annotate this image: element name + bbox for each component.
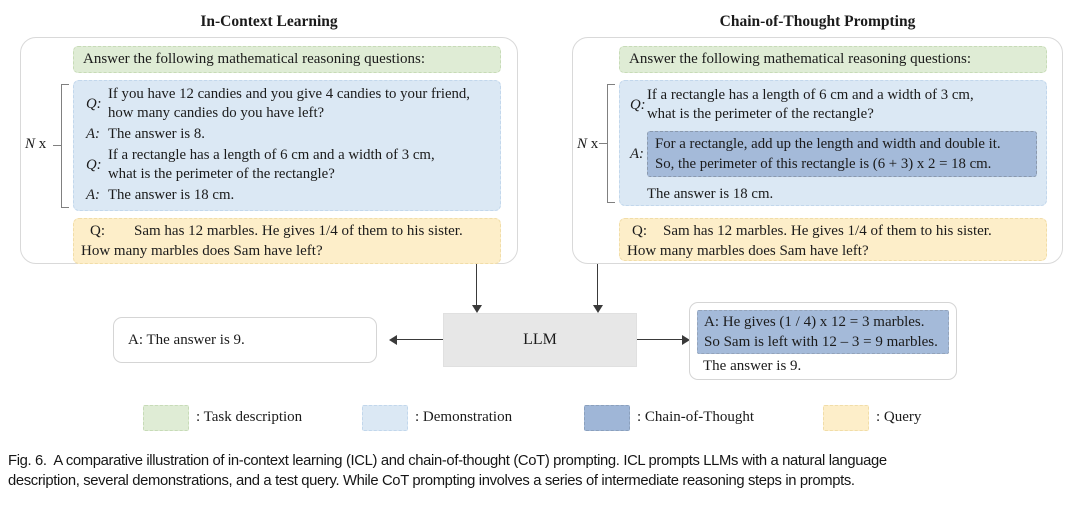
- task-description-box: Answer the following mathematical reason…: [73, 46, 501, 73]
- query-q-label: Q:: [632, 223, 647, 239]
- llm-to-icl-answer-line: [397, 339, 443, 341]
- cot-reasoning-line: So, the perimeter of this rectangle is (…: [655, 156, 992, 172]
- query-line2: How many marbles does Sam have left?: [81, 242, 323, 259]
- demo-question-row: Q: If you have 12 candies and you give 4…: [74, 85, 500, 123]
- cot-reasoning-line: For a rectangle, add up the length and w…: [655, 136, 1001, 152]
- llm-to-cot-answer-arrowhead-icon: [682, 335, 690, 345]
- n-times-label: N x: [577, 136, 598, 153]
- demo-answer-row: A: For a rectangle, add up the length an…: [620, 126, 1046, 183]
- cot-answer-box: A: He gives (1 / 4) x 12 = 3 marbles. So…: [689, 302, 957, 380]
- caption-line1: Fig. 6. A comparative illustration of in…: [8, 453, 887, 469]
- times-symbol: x: [587, 136, 599, 152]
- demonstration-box: Q: If a rectangle has a length of 6 cm a…: [619, 80, 1047, 206]
- llm-box: LLM: [443, 313, 637, 367]
- q-text-line: If you have 12 candies and you give 4 ca…: [108, 86, 471, 102]
- cot-answer-line: A: He gives (1 / 4) x 12 = 3 marbles.: [704, 314, 925, 330]
- n-times-bracket-tick: [599, 143, 607, 145]
- times-symbol: x: [35, 136, 47, 152]
- demo-answer-row: A: The answer is 8.: [74, 125, 500, 144]
- legend-label: : Chain-of-Thought: [637, 409, 755, 425]
- query-line2: How many marbles does Sam have left?: [627, 242, 869, 259]
- query-line1: Q: Sam has 12 marbles. He gives 1/4 of th…: [627, 222, 1039, 242]
- q-text-line: what is the perimeter of the rectangle?: [647, 106, 874, 122]
- caption-line2: description, several demonstrations, and…: [8, 472, 855, 489]
- query-q-label: Q:: [90, 223, 105, 239]
- legend-label: : Query: [876, 409, 922, 425]
- legend-item-demonstration: : Demonstration: [362, 404, 512, 431]
- task-description-swatch-icon: [143, 404, 189, 431]
- cot-to-llm-arrow-line: [597, 264, 599, 306]
- cot-answer-final-line: The answer is 9.: [703, 358, 802, 374]
- legend-item-query: : Query: [823, 404, 921, 431]
- demo-question-row: Q: If a rectangle has a length of 6 cm a…: [620, 86, 1046, 124]
- q-text-line: how many candies do you have left?: [108, 105, 325, 121]
- chain-of-thought-swatch-icon: [584, 404, 630, 431]
- cot-panel: Answer the following mathematical reason…: [572, 37, 1063, 264]
- query-text: Sam has 12 marbles. He gives 1/4 of them…: [134, 223, 463, 239]
- q-text: If a rectangle has a length of 6 cm and …: [647, 86, 1046, 124]
- a-text: The answer is 18 cm.: [108, 187, 235, 203]
- cot-to-llm-arrowhead-icon: [593, 305, 603, 313]
- llm-to-cot-answer-line: [637, 339, 683, 341]
- cot-reasoning-box: For a rectangle, add up the length and w…: [647, 131, 1037, 177]
- icl-panel: Answer the following mathematical reason…: [20, 37, 518, 264]
- query-box: Q: Sam has 12 marbles. He gives 1/4 of th…: [619, 218, 1047, 261]
- a-label: A:: [86, 126, 100, 142]
- n-symbol: N: [577, 136, 588, 152]
- query-text: Sam has 12 marbles. He gives 1/4 of them…: [663, 223, 992, 239]
- q-label: Q:: [630, 96, 646, 113]
- q-text-line: If a rectangle has a length of 6 cm and …: [108, 147, 435, 163]
- a-text: For a rectangle, add up the length and w…: [647, 126, 1046, 183]
- icl-to-llm-arrowhead-icon: [472, 305, 482, 313]
- q-text: If a rectangle has a length of 6 cm and …: [108, 146, 500, 184]
- icl-answer-box: A: The answer is 9.: [113, 317, 377, 363]
- q-text-line: If a rectangle has a length of 6 cm and …: [647, 87, 974, 103]
- empty-label: [620, 185, 647, 204]
- demo-question-row: Q: If a rectangle has a length of 6 cm a…: [74, 146, 500, 184]
- query-box: Q: Sam has 12 marbles. He gives 1/4 of th…: [73, 218, 501, 264]
- demonstration-box: Q: If you have 12 candies and you give 4…: [73, 80, 501, 211]
- panel-title-cot: Chain-of-Thought Prompting: [719, 13, 916, 30]
- n-times-bracket-tick: [53, 145, 61, 147]
- legend-label: : Demonstration: [415, 409, 513, 425]
- a-label: A:: [86, 187, 100, 203]
- task-description-box: Answer the following mathematical reason…: [619, 46, 1047, 73]
- demonstration-swatch-icon: [362, 404, 408, 431]
- q-label: Q:: [86, 95, 102, 112]
- n-symbol: N: [25, 136, 36, 152]
- a-text: The answer is 18 cm.: [647, 186, 774, 202]
- q-label: Q:: [86, 156, 102, 173]
- query-line1: Q: Sam has 12 marbles. He gives 1/4 of th…: [81, 222, 493, 242]
- a-label: A:: [630, 146, 644, 162]
- query-swatch-icon: [823, 404, 869, 431]
- n-times-bracket: [61, 84, 69, 208]
- n-times-bracket: [607, 84, 615, 203]
- a-text: The answer is 8.: [108, 126, 205, 142]
- n-times-label: N x: [25, 136, 46, 153]
- cot-answer-line: So Sam is left with 12 – 3 = 9 marbles.: [704, 334, 938, 350]
- q-text: If you have 12 candies and you give 4 ca…: [108, 85, 500, 123]
- figure-caption: Fig. 6. A comparative illustration of in…: [8, 452, 1076, 491]
- legend-item-chain-of-thought: : Chain-of-Thought: [584, 404, 754, 431]
- cot-answer-reasoning-box: A: He gives (1 / 4) x 12 = 3 marbles. So…: [697, 310, 949, 354]
- icl-to-llm-arrow-line: [476, 264, 478, 306]
- demo-final-answer-row: The answer is 18 cm.: [620, 185, 1046, 204]
- legend-label: : Task description: [196, 409, 303, 425]
- panel-title-icl: In-Context Learning: [200, 13, 338, 30]
- llm-to-icl-answer-arrowhead-icon: [389, 335, 397, 345]
- legend-item-task-description: : Task description: [143, 404, 302, 431]
- q-text-line: what is the perimeter of the rectangle?: [108, 166, 335, 182]
- demo-answer-row: A: The answer is 18 cm.: [74, 186, 500, 205]
